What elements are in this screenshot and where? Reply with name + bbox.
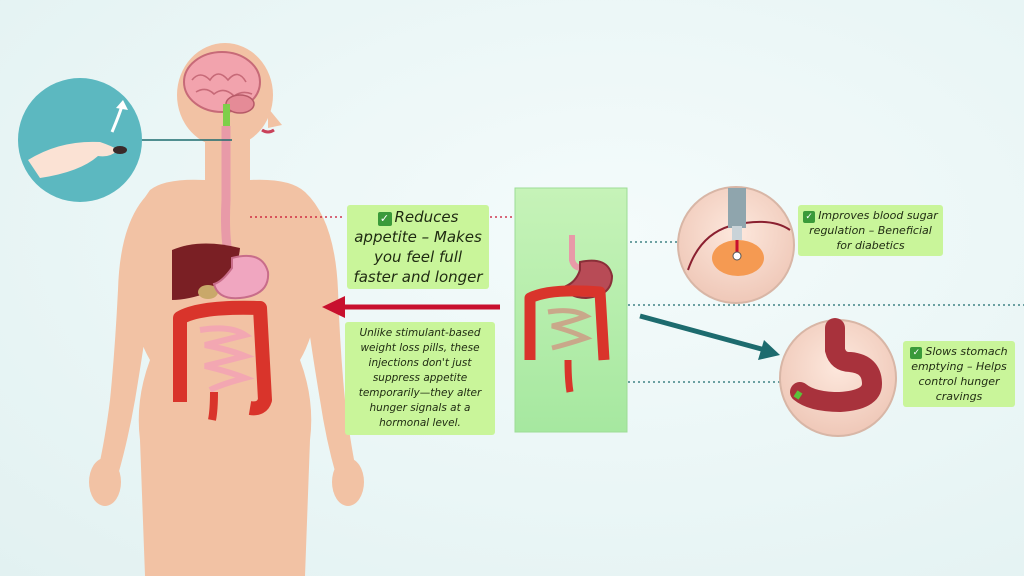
blood-sugar-callout: ✓Improves blood sugar regulation – Benef… <box>798 205 943 256</box>
right-hand <box>332 458 364 506</box>
stomach-emptying-text: Slows stomach emptying – Helps control h… <box>911 345 1008 403</box>
digestive-system-panel <box>514 187 628 433</box>
check-box-icon: ✓ <box>803 211 816 223</box>
teal-arrow-icon <box>639 313 780 360</box>
check-box-icon: ✓ <box>377 212 392 226</box>
liver <box>172 243 240 300</box>
large-intestine <box>173 300 272 416</box>
brain <box>183 51 261 126</box>
blood-sugar-text: Improves blood sugar regulation – Benefi… <box>809 209 938 252</box>
hormonal-explanation-callout: Unlike stimulant-based weight loss pills… <box>345 322 495 435</box>
left-hand <box>89 458 121 506</box>
stomach-inset <box>779 318 897 437</box>
stomach <box>212 254 270 300</box>
gallbladder <box>198 285 218 299</box>
injection-inset <box>18 78 232 202</box>
hormonal-explanation-text: Unlike stimulant-based weight loss pills… <box>358 327 482 429</box>
check-box-icon: ✓ <box>910 347 923 359</box>
blood-sugar-inset <box>677 186 795 304</box>
reduces-appetite-callout: ✓Reduces appetite – Makes you feel full … <box>347 205 489 289</box>
small-intestine <box>199 325 255 393</box>
stomach-emptying-callout: ✓Slows stomach emptying – Helps control … <box>903 341 1015 407</box>
red-arrow-left-icon <box>322 296 500 318</box>
reduces-appetite-text: Reduces appetite – Makes you feel full f… <box>353 208 483 286</box>
esophagus <box>221 126 235 264</box>
rectum <box>208 391 218 421</box>
